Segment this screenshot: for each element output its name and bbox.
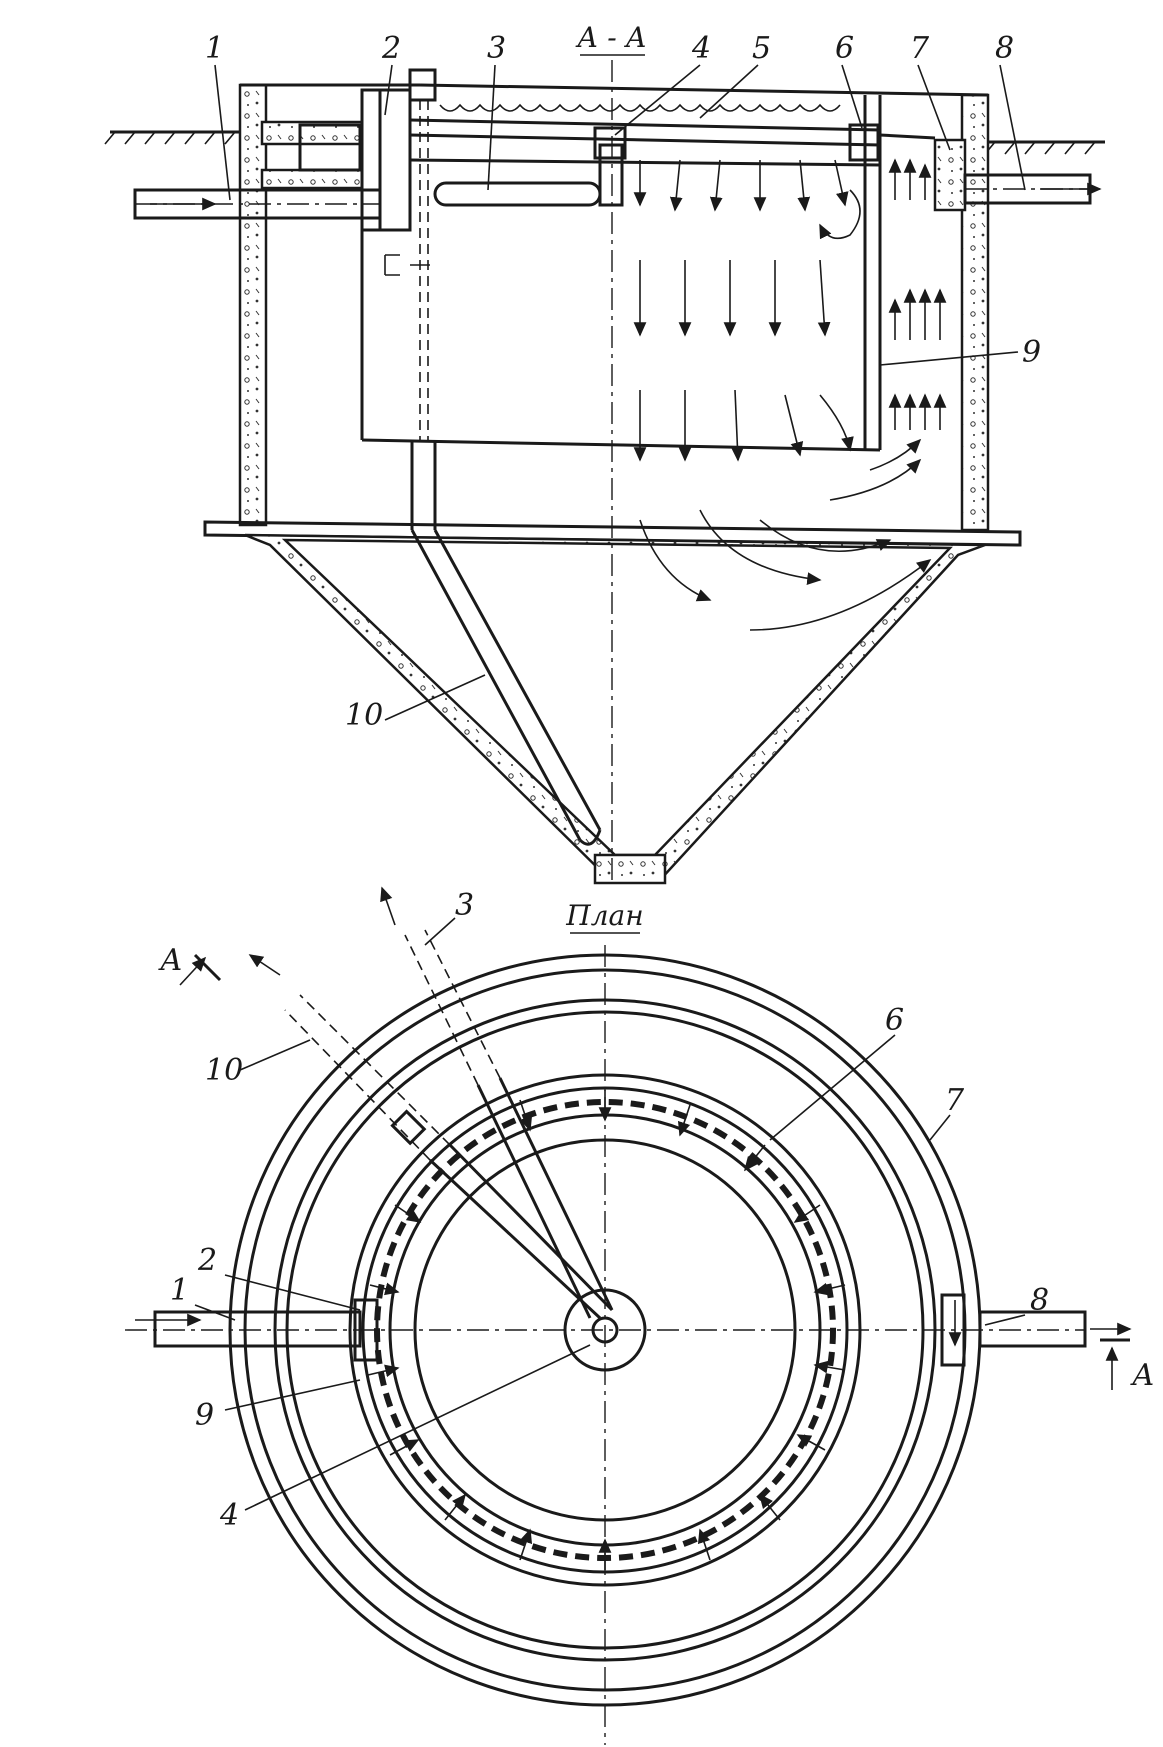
sludge-pipe xyxy=(384,68,602,846)
plan-label-2: 2 xyxy=(197,1243,217,1278)
outlet-pipe-plan xyxy=(940,1293,1132,1367)
section-mark-left: А xyxy=(158,943,222,986)
plan-label-10: 10 xyxy=(205,1053,243,1088)
base-flange xyxy=(203,520,1022,547)
section-view xyxy=(104,60,1105,885)
section-label-1: 1 xyxy=(205,31,224,66)
section-label-6: 6 xyxy=(835,31,854,66)
section-leaders xyxy=(214,64,1026,721)
section-label-4: 4 xyxy=(691,31,711,66)
ground-right xyxy=(984,140,1105,155)
section-title: А - А xyxy=(575,21,647,54)
plan-label-8: 8 xyxy=(1030,1283,1049,1318)
collection-tray xyxy=(848,123,967,212)
section-mark-left-label: А xyxy=(158,943,183,978)
plan-view: А А 1 2 3 4 6 7 8 9 10 xyxy=(125,886,1155,1745)
section-label-3: 3 xyxy=(487,31,506,66)
pipes-plan xyxy=(248,886,614,1320)
distribution-trough xyxy=(360,88,881,232)
section-mark-right: А xyxy=(1100,1338,1155,1393)
water-surface xyxy=(439,103,841,112)
section-label-2: 2 xyxy=(381,31,401,66)
ground-left xyxy=(104,130,255,145)
inlet-box xyxy=(260,120,364,190)
section-label-8: 8 xyxy=(995,31,1014,66)
plan-label-4: 4 xyxy=(219,1498,239,1533)
plan-title: План xyxy=(565,899,643,932)
flow-arrows xyxy=(633,158,947,631)
plan-label-1: 1 xyxy=(170,1273,189,1308)
plan-flow-arrows xyxy=(367,1090,846,1570)
section-label-5: 5 xyxy=(752,31,771,66)
section-label-7: 7 xyxy=(910,31,930,66)
plan-label-6: 6 xyxy=(885,1003,904,1038)
cone-sump xyxy=(593,853,667,885)
plan-label-7: 7 xyxy=(945,1083,965,1118)
section-mark-right-label: А xyxy=(1130,1358,1155,1393)
plan-leaders xyxy=(194,917,1026,1511)
central-feed xyxy=(433,143,624,207)
plan-label-3: 3 xyxy=(455,888,474,923)
plan-label-9: 9 xyxy=(195,1398,214,1433)
outer-wall-right xyxy=(960,93,990,532)
section-label-10: 10 xyxy=(345,698,383,733)
section-label-group: 1 2 3 4 5 6 7 8 9 10 xyxy=(205,31,1041,733)
outer-wall-left xyxy=(238,83,268,527)
inlet-pipe-plan xyxy=(135,1298,379,1362)
outlet-pipe xyxy=(963,173,1102,205)
section-label-9: 9 xyxy=(1022,335,1041,370)
cone-inner xyxy=(281,538,953,857)
